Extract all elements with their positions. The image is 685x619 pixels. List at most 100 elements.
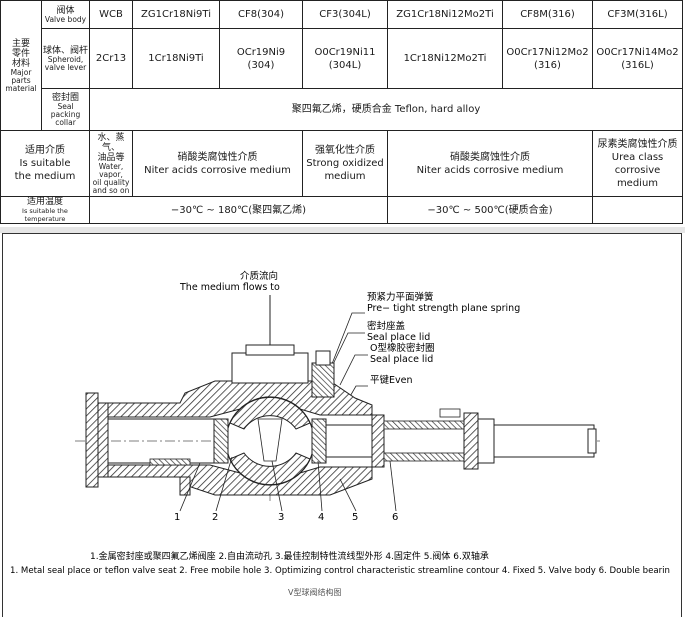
flow-label-en: The medium flows to [179, 282, 280, 293]
section-divider [0, 227, 685, 233]
table-cell: O0Cr17Ni14Mo2(316L) [592, 28, 683, 89]
cell-line: Urea class [611, 151, 664, 163]
seal-collar-cn: 密封圈 [51, 92, 79, 103]
cell-line: OCr19Ni9 [236, 46, 286, 58]
cell-line: (304) [247, 59, 275, 71]
table-cell: ZG1Cr18Ni12Mo2Ti [387, 0, 503, 29]
medium-label-en: Is suitable [19, 158, 71, 169]
material-header-en: parts [11, 75, 31, 85]
medium-row: 适用介质 Is suitable the medium 水、蒸气、 油品等 Wa… [0, 130, 683, 197]
table-cell [592, 196, 683, 224]
spheroid-en: Spheroid, [47, 54, 84, 64]
seal-collar-en: collar [55, 117, 76, 127]
seal-collar-row: 密封圈 Seal packing collar 聚四氟乙烯，硬质合金 Teflo… [1, 88, 683, 131]
table-cell: WCB [89, 0, 133, 29]
callout-spring-en: Pre− tight strength plane spring [367, 303, 520, 314]
cell-line: and so on [92, 185, 130, 195]
table-cell: CF8(304) [219, 0, 303, 29]
cell-line: 1Cr18Ni9Ti [148, 53, 204, 64]
spheroid-en: valve lever [44, 62, 87, 72]
part-number: 3 [278, 512, 284, 523]
temperature-range-alloy: −30℃ ~ 500℃(硬质合金) [387, 196, 593, 224]
table-cell: 硝酸类腐蚀性介质 Niter acids corrosive medium [387, 130, 593, 197]
table-cell: CF3(304L) [302, 0, 388, 29]
medium-label: 适用介质 Is suitable the medium [0, 130, 90, 197]
seal-collar-en: Seal packing [50, 101, 81, 119]
part-number: 4 [318, 512, 324, 523]
material-table: 主要 零件 材料 Major parts material 阀体 Valve b… [0, 0, 685, 227]
v-ball-valve-diagram: 介质流向 The medium flows to 预紧力平面弹簧 Pre− ti… [10, 270, 670, 597]
material-header-cn: 零件 [11, 48, 30, 59]
table-cell: 1Cr18Ni12Mo2Ti [387, 28, 503, 89]
temperature-range-ptfe: −30℃ ~ 180℃(聚四氟乙烯) [89, 196, 388, 224]
cell-line: 油品等 [97, 152, 125, 163]
temperature-label-en: Is suitable the temperature [22, 207, 68, 223]
material-header-en: material [5, 83, 37, 93]
table-cell: 尿素类腐蚀性介质 Urea class corrosive medium [592, 130, 683, 197]
valve-body-row: 主要 零件 材料 Major parts material 阀体 Valve b… [0, 0, 683, 131]
valve-body-en: Valve body [44, 14, 87, 24]
cell-line: oil quality [92, 177, 130, 187]
spheroid-label: 球体、阀杆 Spheroid, valve lever [41, 28, 90, 89]
part-number: 1 [174, 512, 180, 523]
cell-line: O0Cr19Ni11 [314, 46, 376, 58]
cell-line: (304L) [328, 59, 362, 71]
cell-line: medium [324, 171, 366, 182]
material-header-cn: 主要 [11, 38, 30, 49]
table-cell: CF3M(316L) [592, 0, 683, 29]
cell-line: corrosive medium [614, 164, 661, 189]
callout-oring-en: Seal place lid [370, 354, 433, 365]
table-cell: CF8M(316) [502, 0, 593, 29]
part-numbers: 1 2 3 4 5 6 [174, 512, 398, 523]
spheroid-cn: 球体、阀杆 [43, 45, 89, 56]
cell-line: (316) [534, 59, 561, 71]
table-cell: 水、蒸气、 油品等 Water, vapor, oil quality and … [89, 130, 133, 197]
table-cell: O0Cr17Ni12Mo2(316) [502, 28, 593, 89]
cell-line: O0Cr17Ni12Mo2 [506, 46, 589, 58]
flow-label-cn: 介质流向 [240, 270, 278, 282]
cell-line: Niter acids corrosive medium [144, 164, 291, 176]
callout-lid-en: Seal place lid [367, 332, 430, 343]
callout-oring-cn: O型橡胶密封圈 [370, 342, 434, 354]
figure-title: V型球阀结构图 [288, 587, 341, 597]
cell-line: Strong oxidized [306, 158, 384, 169]
cell-line: 硝酸类腐蚀性介质 [177, 151, 258, 163]
valve-body-cn: 阀体 [56, 5, 75, 16]
material-header-cell: 主要 零件 材料 Major parts material [0, 0, 42, 131]
temperature-label: 适用温度 Is suitable the temperature [0, 196, 90, 224]
part-number: 2 [212, 512, 218, 523]
cell-line: 1Cr18Ni12Mo2Ti [403, 53, 487, 64]
cell-line: 2Cr13 [95, 53, 127, 64]
temperature-row: 适用温度 Is suitable the temperature −30℃ ~ … [0, 196, 683, 224]
seal-collar-label: 密封圈 Seal packing collar [41, 88, 90, 131]
caption-en: 1. Metal seal place or teflon valve seat… [10, 566, 670, 576]
temperature-label-cn: 适用温度 [26, 197, 63, 208]
callout-key-cn: 平键Even [370, 374, 413, 386]
part-number: 5 [352, 512, 358, 523]
callout-spring-cn: 预紧力平面弹簧 [367, 291, 434, 303]
seal-collar-value: 聚四氟乙烯，硬质合金 Teflon, hard alloy [89, 88, 683, 131]
medium-label-en: the medium [14, 171, 76, 182]
material-header-cn: 材料 [11, 58, 30, 69]
table-cell: 2Cr13 [89, 28, 133, 89]
number-leaders [179, 456, 397, 512]
cell-line: 强氧化性介质 [315, 145, 375, 156]
cell-line: O0Cr17Ni14Mo2 [596, 46, 679, 58]
caption-cn: 1.金属密封座或聚四氟乙烯阀座 2.自由流动孔 3.最佳控制特性流线型外形 4.… [90, 550, 489, 562]
material-header-en: Major [10, 67, 32, 77]
cell-line: 水、蒸气、 [97, 132, 125, 153]
valve-body [85, 344, 597, 496]
table-cell: O0Cr19Ni11(304L) [302, 28, 388, 89]
part-number: 6 [392, 512, 398, 523]
table-cell: 1Cr18Ni9Ti [132, 28, 220, 89]
callout-lid-cn: 密封座盖 [367, 320, 406, 332]
cell-line: 硝酸类腐蚀性介质 [450, 151, 530, 163]
medium-label-cn: 适用介质 [25, 145, 65, 156]
table-cell: ZG1Cr18Ni9Ti [132, 0, 220, 29]
spheroid-row: 球体、阀杆 Spheroid, valve lever 2Cr13 1Cr18N… [1, 28, 683, 89]
cell-line: Water, vapor, [98, 161, 124, 179]
cell-line: (316L) [621, 59, 654, 71]
table-cell: 强氧化性介质 Strong oxidized medium [302, 130, 388, 197]
table-cell: 硝酸类腐蚀性介质 Niter acids corrosive medium [132, 130, 303, 197]
